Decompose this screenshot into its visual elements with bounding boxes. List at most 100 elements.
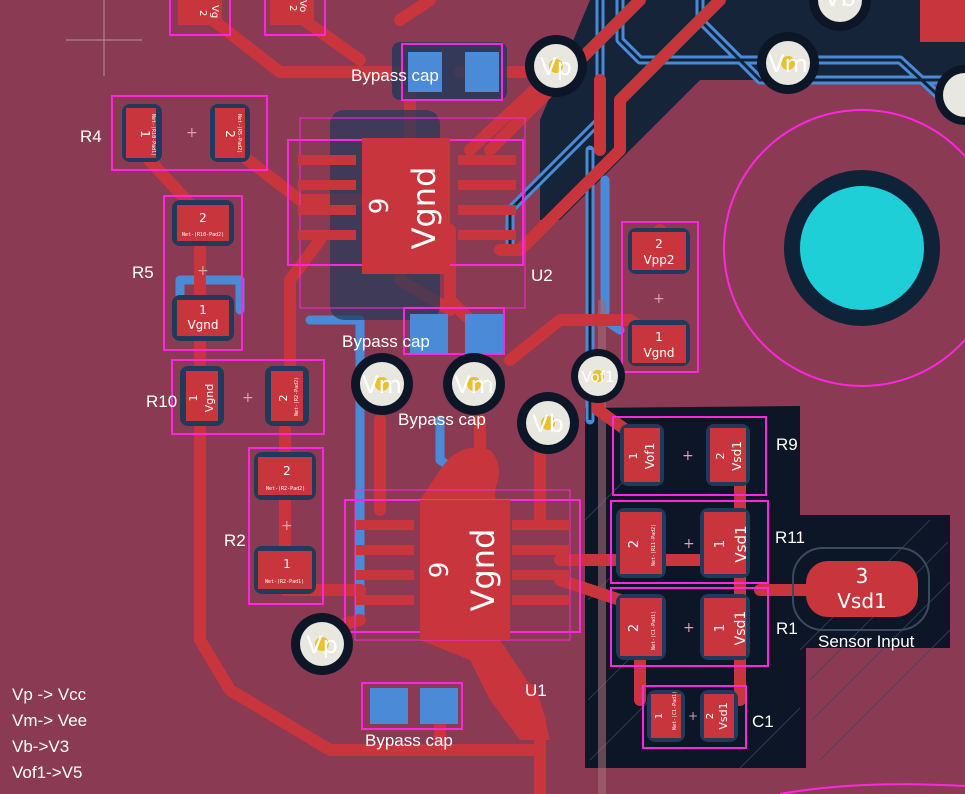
mounting-hole-outline — [723, 109, 965, 387]
top-pad-right-net: Vo — [297, 0, 308, 12]
r1-pad1-num: 1 — [713, 624, 728, 632]
via-vp-bottom[interactable]: Vp — [291, 613, 353, 675]
via-vof1[interactable]: Vof1 — [571, 349, 625, 403]
bypass-cap-label-2: Bypass cap — [342, 332, 430, 351]
r9-pad2-num: 2 — [714, 453, 727, 460]
legend-line: Vp -> Vcc — [12, 685, 87, 704]
resistor-r4[interactable]: 1 Net-(R10-Pad1) 2 Net-(R5-Pad2) + — [111, 95, 268, 171]
r9-pad1-net: Vof1 — [643, 443, 657, 469]
u1-exposed-pad[interactable] — [420, 500, 510, 640]
bypass-cap-bottom[interactable] — [361, 682, 463, 730]
r5-pad2-num: 2 — [199, 211, 207, 225]
r2-pad1-net: Net-(R2-Pad1) — [265, 579, 304, 585]
via-vm-top[interactable]: Vm — [757, 32, 819, 94]
via-vp-top-label: Vp — [540, 53, 572, 81]
vpp2-pad1-net: Vgnd — [643, 346, 674, 360]
r1-ref: R1 — [776, 619, 798, 638]
c1-pad2-net: Vsd1 — [717, 702, 730, 729]
via-vm-mid1-label: Vm — [362, 371, 402, 399]
vpp2-pad2-num: 2 — [655, 237, 663, 251]
sensor-input-pad[interactable]: 3 Vsd1 — [792, 547, 930, 631]
r2-pad2-net: Net-(R2-Pad2) — [266, 486, 305, 492]
u2-ep-num: 9 — [365, 198, 395, 215]
r11-pad1-net: Vsd1 — [732, 525, 750, 562]
r1-pad1-net: Vsd1 — [733, 611, 749, 646]
via-vb-topright-label: Vb — [824, 0, 856, 12]
legend-line: Vb->V3 — [12, 737, 70, 756]
net-legend: Vp -> Vcc Vm-> Vee Vb->V3 Vof1->V5 — [12, 682, 87, 786]
origin-crosshair — [66, 0, 142, 76]
capacitor-c1[interactable]: 1 Net-(C1-Pad1) 2 Vsd1 + — [642, 685, 747, 749]
r9-ref: R9 — [776, 435, 798, 454]
resistor-r2[interactable]: 2 Net-(R2-Pad2) 1 Net-(R2-Pad1) + — [248, 447, 324, 605]
u2-exposed-pad[interactable] — [362, 138, 450, 274]
legend-line: Vof1->V5 — [12, 763, 83, 782]
r11-center-mark: + — [683, 536, 695, 552]
r9-pad2-net: Vsd1 — [730, 441, 744, 471]
via-vof1-label: Vof1 — [581, 368, 614, 386]
r11-ref: R11 — [775, 528, 805, 547]
r10-ref: R10 — [146, 392, 177, 411]
dark-zone-upper-right — [540, 0, 965, 220]
r9-pad1-num: 1 — [627, 453, 640, 460]
via-topright-partial[interactable] — [935, 65, 965, 125]
via-vb-label: Vb — [532, 410, 564, 438]
sensor-input-label: Sensor Input — [818, 632, 915, 651]
resistor-vpp2[interactable]: 2 Vpp2 1 Vgnd + — [621, 221, 699, 373]
sensor-pad-num: 3 — [856, 564, 869, 588]
c1-ref: C1 — [752, 712, 774, 731]
via-vb[interactable]: Vb — [517, 392, 579, 454]
r4-center-mark: + — [186, 125, 198, 141]
u2-ep-net: Vgnd — [405, 167, 443, 250]
via-vb-topright[interactable]: Vb — [809, 0, 871, 31]
via-vm-mid2[interactable]: Vm — [443, 353, 505, 415]
c1-pad1-net: Net-(C1-Pad1) — [672, 691, 678, 730]
top-partial-pad-right[interactable]: 2 Vo — [264, 0, 326, 36]
u1-ep-net: Vgnd — [464, 529, 502, 612]
via-vm-mid2-label: Vm — [454, 371, 494, 399]
bypass-cap-label-1: Bypass cap — [351, 66, 439, 85]
top-partial-pad-left[interactable]: 2 Vg — [169, 0, 231, 36]
r5-center-mark: + — [197, 263, 209, 279]
top-right-pad-fragment[interactable] — [920, 0, 965, 42]
ic-u2[interactable]: 9 Vgnd — [287, 110, 526, 320]
r10-pad2-num: 2 — [277, 395, 290, 402]
u1-ep-num: 9 — [425, 562, 455, 579]
bypass-cap-top[interactable] — [392, 42, 507, 101]
r11-pad2-net: Net-(R11-Pad2) — [651, 524, 657, 566]
r11-pad2-num: 2 — [627, 540, 642, 548]
r1-pad2-num: 2 — [627, 624, 642, 632]
resistor-r5[interactable]: 2 Net-(R10-Pad2) 1 Vgnd + — [163, 195, 243, 351]
bottom-arc — [779, 783, 965, 794]
r4-pad1-num: 1 — [138, 130, 152, 138]
r5-pad1-net: Vgnd — [187, 318, 218, 332]
via-vm-top-label: Vm — [768, 50, 808, 78]
mounting-hole[interactable] — [800, 186, 924, 310]
u1-ref: U1 — [525, 681, 547, 700]
resistor-r1[interactable]: 2 Net-(C1-Pad1) 1 Vsd1 + — [610, 587, 769, 667]
ic-u1[interactable]: 9 Vgnd — [344, 489, 581, 641]
resistor-r9[interactable]: 1 Vof1 2 Vsd1 + — [612, 416, 767, 496]
r1-pad2-net: Net-(C1-Pad1) — [651, 611, 657, 650]
r2-pad1-num: 1 — [283, 557, 291, 571]
legend-line: Vm-> Vee — [12, 711, 88, 730]
c1-center-mark: + — [688, 709, 698, 723]
r11-pad1-num: 1 — [713, 540, 728, 548]
via-vm-mid1[interactable]: Vm — [351, 353, 413, 415]
r4-pad2-net: Net-(R5-Pad2) — [236, 114, 242, 153]
vpp2-center-mark: + — [653, 291, 665, 307]
resistor-r11[interactable]: 2 Net-(R11-Pad2) 1 Vsd1 + — [610, 500, 769, 584]
resistor-r10[interactable]: 1 Vgnd 2 Net-(R2-Pad2) + — [171, 359, 325, 435]
via-vp-bottom-label: Vp — [306, 631, 338, 659]
sensor-pad-net: Vsd1 — [837, 589, 887, 613]
c1-pad1-num: 1 — [654, 713, 665, 719]
r9-center-mark: + — [682, 448, 694, 464]
vpp2-pad2-net: Vpp2 — [643, 253, 674, 267]
bypass-cap-mid[interactable] — [403, 307, 505, 355]
r10-pad2-net: Net-(R2-Pad2) — [294, 377, 300, 416]
r4-pad1-net: Net-(R10-Pad1) — [150, 114, 156, 156]
u2-ref: U2 — [531, 266, 553, 285]
r4-pad2-num: 2 — [223, 130, 237, 138]
via-vp-top[interactable]: Vp — [525, 35, 587, 97]
